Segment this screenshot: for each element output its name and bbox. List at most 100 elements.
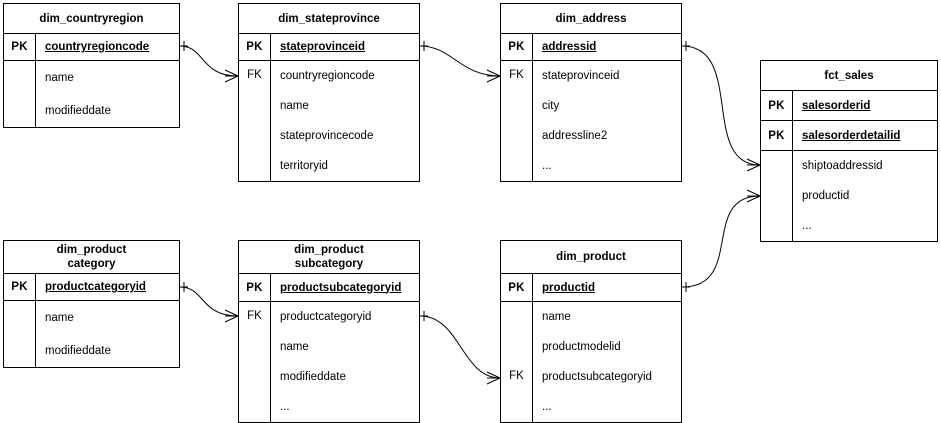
foreign-key-badge: FK <box>509 69 524 81</box>
attribute-row[interactable]: productmodelid <box>542 341 621 353</box>
key-gutter: FK <box>239 302 271 422</box>
attribute-block: FK countryregioncode name stateprovincecode… <box>239 61 419 181</box>
relationship-countryregion-to-stateprovince <box>179 41 239 83</box>
attribute-list: name modifieddate <box>36 61 179 127</box>
key-row[interactable]: PK addressid <box>501 34 681 61</box>
key-gutter <box>4 61 36 127</box>
attribute-row[interactable]: shiptoaddressid <box>802 160 883 172</box>
relationship-line <box>419 315 501 379</box>
key-gutter <box>761 151 793 241</box>
attribute-list: shiptoaddressid productid... <box>793 151 937 241</box>
key-row[interactable]: PK productsubcategoryid <box>239 274 419 302</box>
key-badge: PK <box>761 91 793 120</box>
relationship-stateprovince-to-address <box>419 41 501 83</box>
key-row[interactable]: PK stateprovinceid <box>239 34 419 61</box>
key-gutter <box>4 301 36 367</box>
entity-title: dim_stateprovince <box>239 4 419 34</box>
key-row[interactable]: PK productid <box>501 274 681 302</box>
attribute-block: FK stateprovinceid city addressline2... <box>501 61 681 181</box>
key-field-name: countryregioncode <box>45 41 150 53</box>
attribute-list: productcategoryid name modifieddate... <box>271 302 419 422</box>
attribute-row[interactable]: modifieddate <box>45 104 111 117</box>
relationship-line <box>681 45 761 166</box>
key-badge: PK <box>239 274 271 301</box>
attribute-row[interactable]: productid <box>802 190 850 202</box>
key-row[interactable]: PK salesorderid <box>761 91 937 121</box>
key-field-name: productsubcategoryid <box>280 281 402 294</box>
attribute-list: stateprovinceid city addressline2... <box>533 61 681 181</box>
entity-title-line: subcategory <box>294 258 364 270</box>
attribute-row[interactable]: countryregioncode <box>280 70 375 82</box>
key-field-name: stateprovinceid <box>280 41 365 53</box>
relationship-line <box>681 195 761 288</box>
attribute-list: countryregioncode name stateprovincecode te… <box>271 61 419 181</box>
attribute-row[interactable]: modifieddate <box>280 371 346 383</box>
key-badge: PK <box>501 274 533 301</box>
many-marker-crowsfoot <box>486 69 501 83</box>
attribute-row[interactable]: ... <box>802 220 812 232</box>
relationship-line <box>179 286 239 317</box>
entity-title-line: dim_address <box>555 12 627 25</box>
entity-title-line: dim_product <box>294 244 364 256</box>
entity-title-line: dim_product <box>56 244 127 256</box>
many-marker-crowsfoot <box>746 158 761 172</box>
key-field-name: productid <box>542 281 596 294</box>
key-badge: PK <box>501 34 533 60</box>
many-marker-crowsfoot <box>224 309 239 323</box>
attribute-row[interactable]: city <box>542 100 560 112</box>
many-marker-crowsfoot <box>746 189 761 203</box>
many-marker-crowsfoot <box>486 371 501 385</box>
attribute-row[interactable]: name <box>280 341 309 353</box>
entity-title-line: dim_product <box>556 251 626 263</box>
entity-title: dim_product <box>501 241 681 274</box>
attribute-row[interactable]: name <box>542 311 571 323</box>
attribute-row[interactable]: ... <box>280 401 290 413</box>
attribute-row[interactable]: name <box>45 71 74 84</box>
entity-title-line: dim_countryregion <box>39 12 144 25</box>
attribute-block: FK name productmodelid productsubcategoryid… <box>501 302 681 422</box>
key-row[interactable]: PK countryregioncode <box>4 34 179 61</box>
key-badge: PK <box>239 34 271 60</box>
foreign-key-badge: FK <box>247 69 262 81</box>
relationship-address-to-fctsales <box>681 41 761 172</box>
relationship-line <box>419 45 501 77</box>
entity-title: fct_sales <box>761 61 937 91</box>
attribute-row[interactable]: name <box>280 100 309 112</box>
key-field-name: salesorderdetailid <box>802 129 901 142</box>
attribute-row[interactable]: productsubcategoryid <box>542 371 652 383</box>
key-row[interactable]: PK salesorderdetailid <box>761 121 937 151</box>
attribute-block: name modifieddate <box>4 301 179 367</box>
many-marker-crowsfoot <box>224 69 239 83</box>
key-field-name: salesorderid <box>802 99 871 112</box>
attribute-row[interactable]: ... <box>542 401 552 413</box>
key-badge: PK <box>4 34 36 60</box>
foreign-key-badge: FK <box>247 310 262 322</box>
entity-title: dim_countryregion <box>4 4 179 34</box>
key-badge: PK <box>761 121 793 150</box>
key-field-name: productcategoryid <box>45 281 146 293</box>
attribute-row[interactable]: territoryid <box>280 160 328 172</box>
entity-title-line: dim_stateprovince <box>278 12 380 25</box>
entity-title: dim_product category <box>4 241 179 274</box>
key-gutter: FK <box>501 302 533 422</box>
attribute-row[interactable]: addressline2 <box>542 130 608 142</box>
entity-title-line: category <box>67 258 116 270</box>
attribute-row[interactable]: stateprovincecode <box>280 130 374 142</box>
attribute-row[interactable]: modifieddate <box>45 344 111 357</box>
relationship-subcategory-to-product <box>419 311 501 385</box>
relationship-line <box>179 45 239 77</box>
attribute-row[interactable]: productcategoryid <box>280 311 372 323</box>
attribute-row[interactable]: ... <box>542 160 552 172</box>
attribute-row[interactable]: stateprovinceid <box>542 70 620 82</box>
attribute-row[interactable]: name <box>45 311 74 324</box>
key-field-name: addressid <box>542 41 597 53</box>
